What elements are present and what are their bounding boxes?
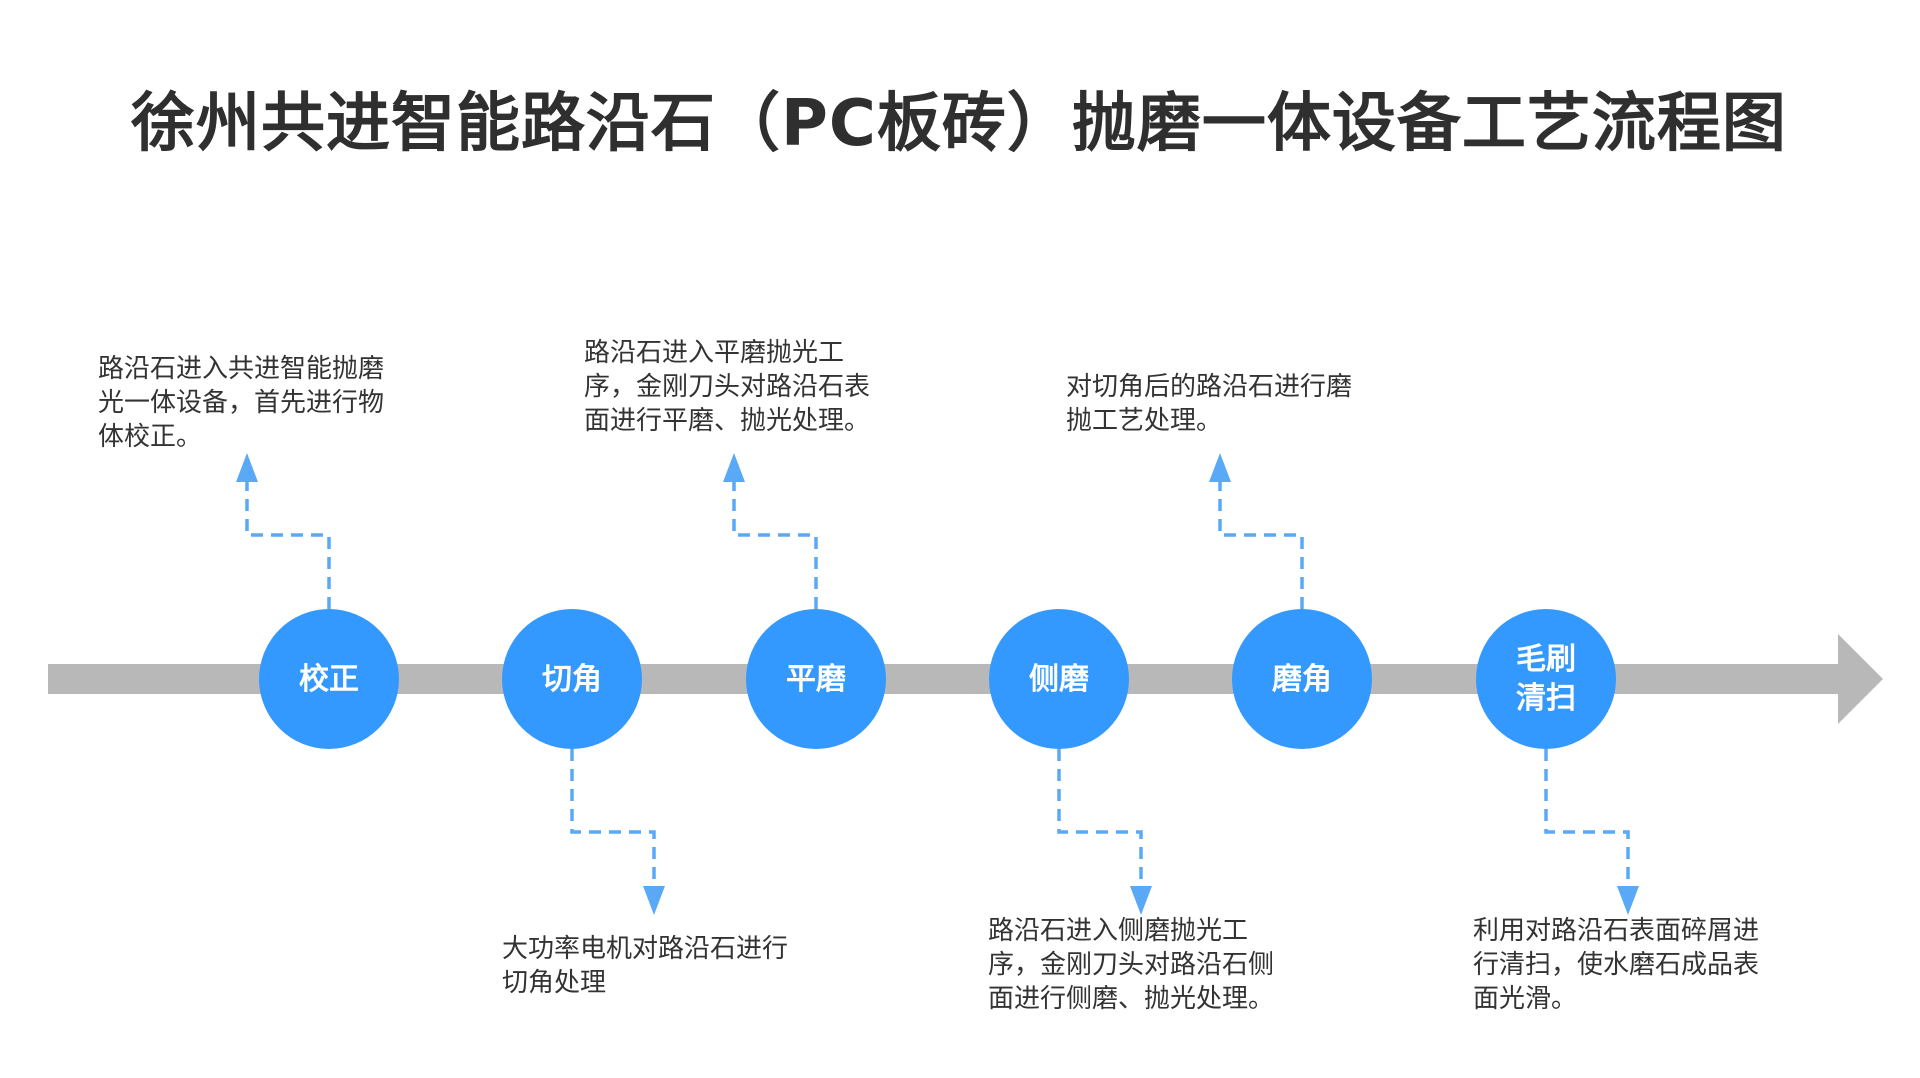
step-description-2: 大功率电机对路沿石进行切角处理 [502, 934, 789, 998]
step-description-4: 路沿石进入侧磨抛光工序，金刚刀头对路沿石侧面进行侧磨、抛光处理。 [988, 916, 1275, 1014]
step-node-1: 校正 [259, 609, 399, 749]
step-node-3: 平磨 [746, 609, 886, 749]
connector-line-5 [1218, 482, 1304, 609]
connector-line-1 [245, 482, 331, 609]
connector-arrow-5 [1209, 453, 1231, 482]
connector-line-6 [1544, 749, 1630, 886]
connector-line-4 [1057, 749, 1143, 886]
step-node-4: 侧磨 [989, 609, 1129, 749]
step-node-5: 磨角 [1232, 609, 1372, 749]
connector-line-3 [732, 482, 818, 609]
step-description-3: 路沿石进入平磨抛光工序，金刚刀头对路沿石表面进行平磨、抛光处理。 [584, 338, 871, 436]
page-title: 徐州共进智能路沿石（PC板砖）抛磨一体设备工艺流程图 [131, 87, 1787, 161]
connector-line-2 [570, 749, 656, 886]
step-description-5: 对切角后的路沿石进行磨抛工艺处理。 [1066, 372, 1353, 436]
connector-arrow-3 [723, 453, 745, 482]
step-description-6: 利用对路沿石表面碎屑进行清扫，使水磨石成品表面光滑。 [1473, 916, 1760, 1014]
connector-arrow-4 [1130, 886, 1152, 915]
timeline-arrow-head [1838, 634, 1883, 724]
step-node-2: 切角 [502, 609, 642, 749]
connector-arrow-6 [1617, 886, 1639, 915]
connector-arrow-2 [643, 886, 665, 915]
step-node-6: 毛刷 清扫 [1476, 609, 1616, 749]
connector-arrow-1 [236, 453, 258, 482]
step-description-1: 路沿石进入共进智能抛磨光一体设备，首先进行物体校正。 [98, 354, 385, 452]
